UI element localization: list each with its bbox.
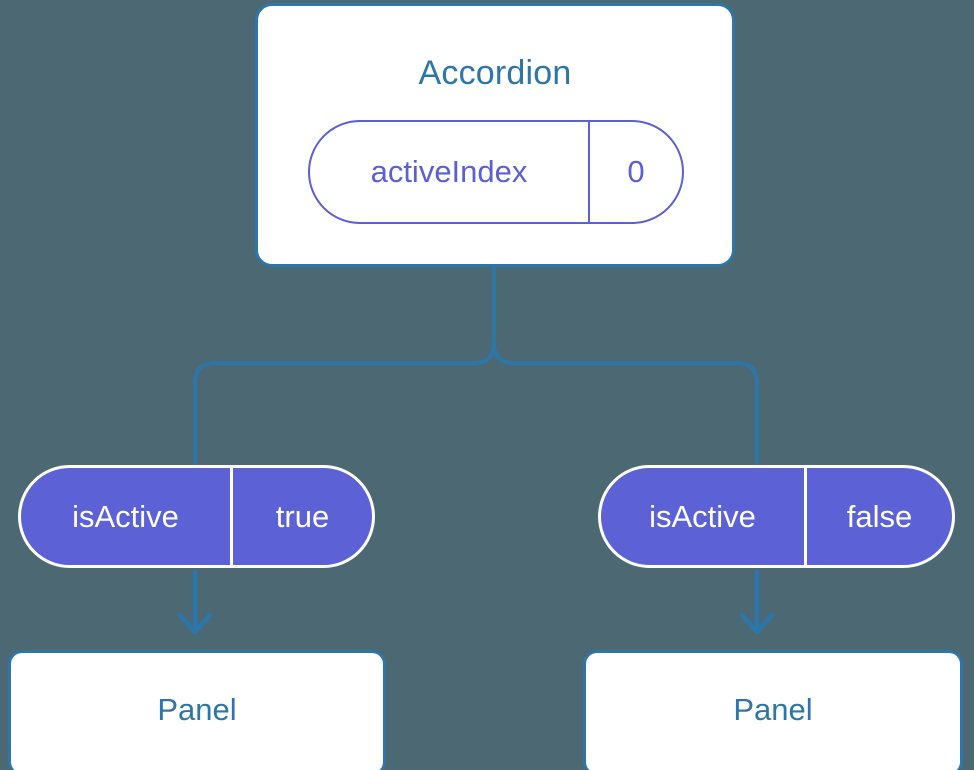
prop-pill-right-is-active-value: false — [846, 498, 913, 534]
state-pill-active-index-key: activeIndex — [310, 122, 590, 222]
prop-pill-left-is-active-value: true — [275, 498, 330, 534]
arrow-right-head-icon — [739, 612, 775, 635]
prop-pill-right-is-active-key: isActive — [601, 468, 807, 565]
node-accordion[interactable]: Accordion activeIndex 0 — [255, 3, 735, 267]
connector-root-stem-right — [492, 341, 516, 365]
prop-pill-right-is-active[interactable]: isActive false — [598, 465, 955, 568]
node-panel-right[interactable]: Panel — [583, 650, 963, 770]
connector-branch-right — [512, 361, 759, 467]
node-accordion-title: Accordion — [418, 54, 572, 92]
state-pill-active-index-value: 0 — [627, 154, 645, 189]
node-panel-left-title: Panel — [157, 692, 237, 727]
state-pill-active-index[interactable]: activeIndex 0 — [308, 120, 684, 224]
node-panel-right-title: Panel — [733, 692, 813, 727]
connector-branch-left — [193, 361, 476, 467]
node-panel-left[interactable]: Panel — [8, 650, 386, 770]
arrow-left-head-icon — [177, 612, 213, 635]
prop-pill-left-is-active-key: isActive — [21, 468, 233, 565]
connector-root-stem — [472, 265, 496, 365]
prop-pill-left-is-active[interactable]: isActive true — [18, 465, 375, 568]
